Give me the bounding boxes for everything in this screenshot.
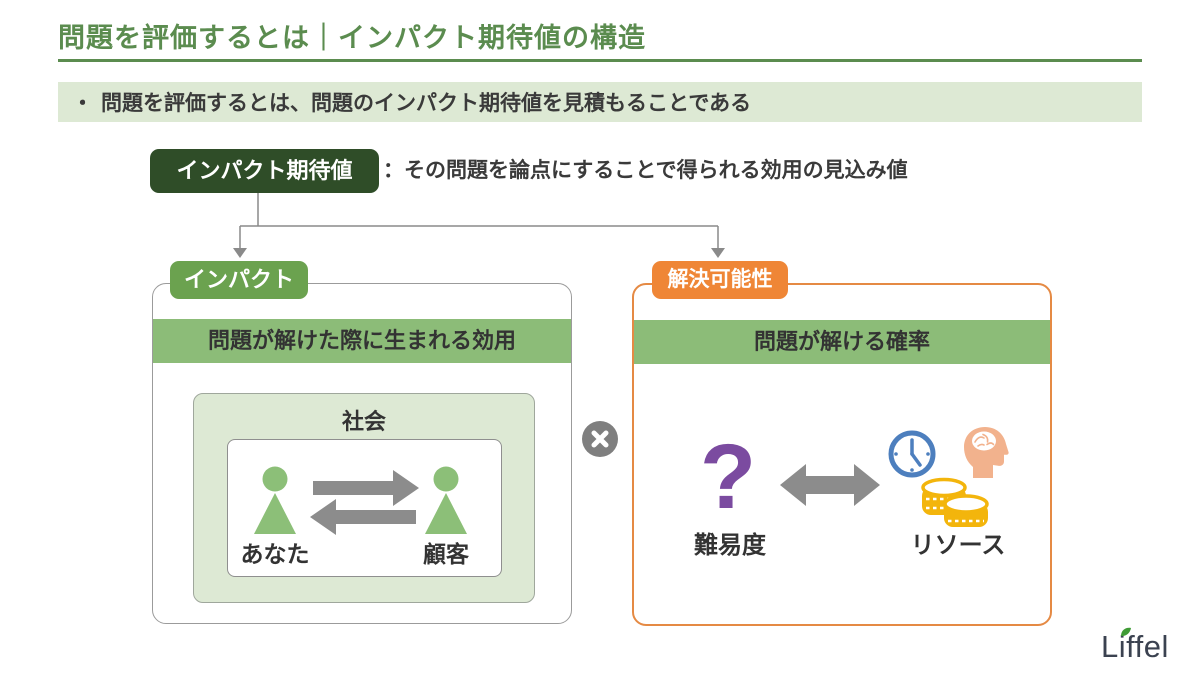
solvability-panel: 問題が解ける確率 ? 難易度	[632, 283, 1052, 626]
right-person-label: 顧客	[423, 541, 469, 567]
resources-label: リソース	[910, 532, 1006, 559]
impact-header-band: 問題が解けた際に生まれる効用	[153, 319, 571, 363]
multiply-icon	[591, 430, 609, 448]
person-icon	[425, 466, 467, 534]
solvability-chip: 解決可能性	[652, 261, 788, 299]
arrow-right-icon	[313, 470, 419, 506]
society-label: 社会	[341, 409, 386, 434]
exchange-graphic	[254, 466, 467, 535]
multiply-badge	[582, 421, 618, 457]
page-title: 問題を評価するとは｜インパクト期待値の構造	[58, 23, 646, 53]
difficulty-label: 難易度	[694, 532, 766, 559]
title-rule	[58, 59, 1142, 62]
left-person-label: あなた	[240, 541, 310, 567]
person-icon	[254, 466, 296, 534]
summary-text: 問題を評価するとは、問題のインパクト期待値を見積もることである	[101, 92, 752, 115]
bullet: ・	[72, 92, 93, 115]
solvability-header-band: 問題が解ける確率	[634, 320, 1050, 364]
question-mark: ?	[699, 426, 757, 528]
leaf-icon	[1121, 627, 1131, 637]
logo: Liffel	[1101, 627, 1169, 665]
definition-term-chip: インパクト期待値	[150, 149, 379, 193]
brain-icon	[964, 427, 1009, 478]
arrow-down-right-icon	[711, 248, 725, 258]
impact-chip: インパクト	[170, 261, 308, 299]
exchange-box: あなた 顧客	[227, 439, 502, 577]
clock-icon	[888, 430, 936, 478]
arrow-down-left-icon	[233, 248, 247, 258]
definition-description: ：その問題を論点にすることで得られる効用の見込み値	[383, 159, 908, 182]
impact-panel: 問題が解けた際に生まれる効用 社会 あなた 顧客	[152, 283, 572, 624]
summary-banner: ・ 問題を評価するとは、問題のインパクト期待値を見積もることである	[58, 82, 1142, 122]
logo-text: Liffel	[1101, 629, 1169, 664]
coins-icon	[921, 477, 989, 527]
coin-stack-front	[943, 494, 989, 527]
society-box: 社会 あなた 顧客	[193, 393, 535, 603]
double-arrow-icon	[780, 464, 880, 506]
arrow-left-icon	[310, 499, 416, 535]
